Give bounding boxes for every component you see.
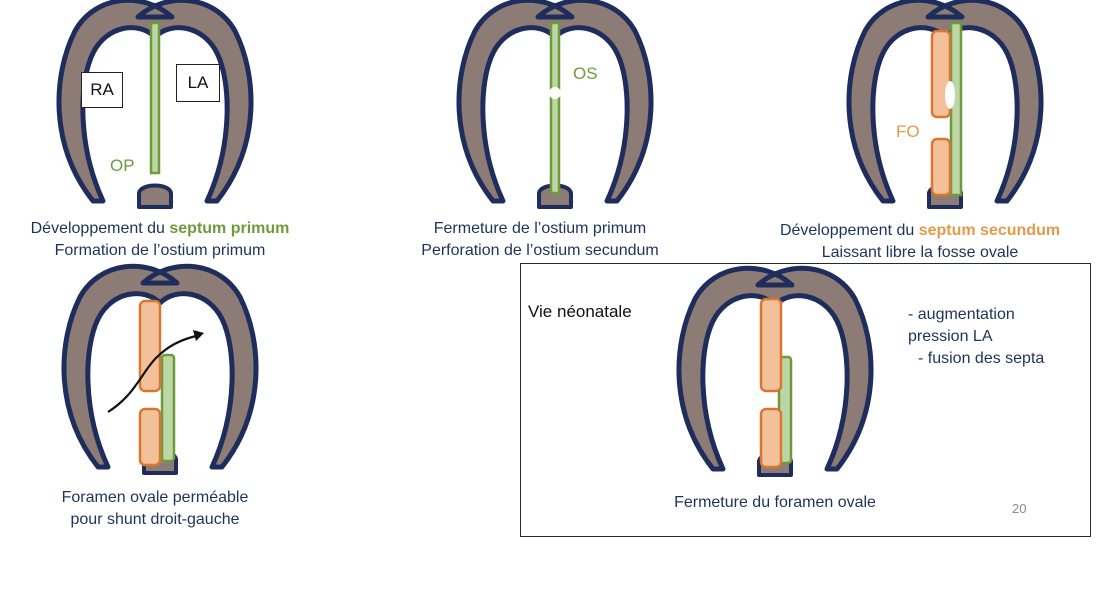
caption-line1-text: Fermeture de l’ostium primum	[433, 220, 647, 237]
septum-primum-term: septum primum	[169, 220, 290, 237]
note-line-3: - fusion des septa	[918, 350, 1045, 367]
fossa-ovalis-label: FO	[896, 122, 920, 141]
caption-panel-1: Développement du septum primum Formation…	[10, 218, 310, 262]
caption-line1-text: Développement du	[30, 220, 170, 237]
septum-primum	[160, 353, 176, 463]
curved-arrow-icon	[107, 330, 204, 413]
chamber-label-la: LA	[176, 64, 220, 102]
caption-panel-3: Développement du septum secundum Laissan…	[760, 220, 1080, 264]
slide-number: 20	[1012, 501, 1027, 516]
caption-line1-text: Foramen ovale perméable	[61, 489, 249, 506]
caption-panel-2: Fermeture de l’ostium primum Perforation…	[400, 218, 680, 262]
caption-panel-4: Foramen ovale perméable pour shunt droit…	[30, 487, 280, 531]
heart-diagram-4	[64, 266, 256, 473]
caption-line2-text: Formation de l’ostium primum	[54, 242, 266, 259]
ostium-primum-label: OP	[110, 156, 135, 175]
septum-secundum	[138, 407, 162, 467]
heart-diagram-5	[679, 268, 871, 475]
caption-line1-text: Développement du	[779, 222, 919, 239]
septum-secundum	[759, 297, 783, 393]
heart-diagram-2	[459, 0, 651, 207]
ostium-secundum	[549, 87, 561, 99]
caption-line2-text: Laissant libre la fosse ovale	[821, 244, 1019, 261]
heart-diagram-1	[59, 0, 251, 207]
neonatal-panel	[520, 263, 1091, 537]
septum-secundum	[930, 137, 952, 197]
caption-line2-text: pour shunt droit-gauche	[70, 511, 240, 528]
septum-secundum	[138, 299, 162, 393]
fossa-ovalis	[945, 81, 955, 109]
neonatal-notes: - augmentation pression LA - fusion des …	[908, 304, 1044, 370]
note-line-2: pression LA	[908, 328, 993, 345]
septum-primum	[149, 21, 161, 175]
septum-secundum-term: septum secundum	[918, 222, 1061, 239]
chamber-label-ra: RA	[81, 72, 123, 108]
septum-primum	[549, 95, 561, 195]
caption-panel-5: Fermeture du foramen ovale	[674, 494, 876, 511]
note-line-1: - augmentation	[908, 306, 1015, 323]
neonatal-title: Vie néonatale	[528, 302, 632, 321]
heart-diagram-3	[849, 0, 1041, 207]
ostium-secundum-label: OS	[573, 64, 598, 83]
caption-line2-text: Perforation de l’ostium secundum	[421, 242, 659, 259]
septum-primum	[949, 21, 963, 197]
septum-secundum	[759, 407, 783, 469]
septum-primum	[549, 21, 561, 91]
